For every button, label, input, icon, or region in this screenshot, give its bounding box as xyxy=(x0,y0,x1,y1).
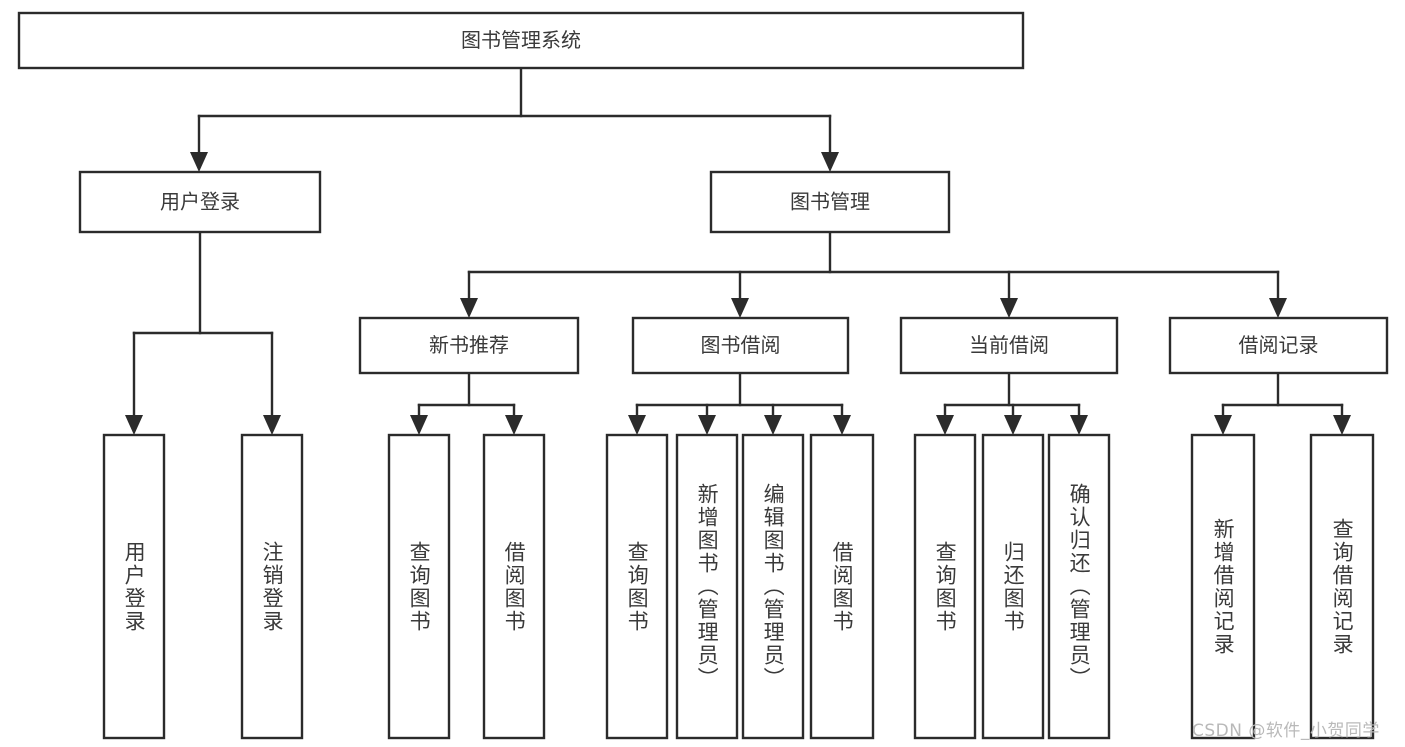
arrow-head-icon xyxy=(1269,298,1287,318)
arrow-head-icon xyxy=(505,415,523,435)
arrow-head-icon xyxy=(628,415,646,435)
arrow-head-icon xyxy=(731,298,749,318)
node-leaf-edit-book[interactable] xyxy=(741,433,805,740)
node-new-book-rec-label: 新书推荐 xyxy=(429,333,509,357)
node-leaf-query-record[interactable] xyxy=(1309,433,1375,740)
node-current-borrow-label: 当前借阅 xyxy=(969,333,1049,357)
edge-group-root xyxy=(190,66,839,172)
arrow-head-icon xyxy=(936,415,954,435)
node-leaf-add-book[interactable] xyxy=(675,433,739,740)
node-book-manage[interactable] xyxy=(709,170,951,234)
edge-group-user-login xyxy=(125,230,281,435)
arrow-head-icon xyxy=(1000,298,1018,318)
arrow-head-icon xyxy=(1004,415,1022,435)
node-borrow-record[interactable] xyxy=(1168,316,1389,375)
node-leaf-user-login[interactable] xyxy=(102,433,166,740)
node-leaf-return-book[interactable] xyxy=(981,433,1045,740)
node-book-manage-label: 图书管理 xyxy=(790,190,870,214)
node-user-login[interactable] xyxy=(78,170,322,234)
arrow-head-icon xyxy=(821,152,839,172)
node-book-borrow-label: 图书借阅 xyxy=(701,333,781,357)
node-book-borrow[interactable] xyxy=(631,316,850,375)
node-leaf-borrow-book-2[interactable] xyxy=(809,433,875,740)
node-leaf-query-book-3[interactable] xyxy=(913,433,977,740)
csdn-watermark: CSDN @软件_小贺同学 xyxy=(1192,721,1380,741)
node-leaf-logout[interactable] xyxy=(240,433,304,740)
edge-group-new-book-rec xyxy=(410,371,523,435)
node-leaf-add-record[interactable] xyxy=(1190,433,1256,740)
node-borrow-record-label: 借阅记录 xyxy=(1239,333,1319,357)
edge-group-borrow-record xyxy=(1214,371,1351,435)
node-leaf-query-book-1[interactable] xyxy=(387,433,451,740)
edge-group-current-borrow xyxy=(936,371,1088,435)
arrow-head-icon xyxy=(698,415,716,435)
nodes-layer xyxy=(17,11,1389,740)
node-user-login-label: 用户登录 xyxy=(160,190,240,214)
edge-group-book-manage xyxy=(460,230,1287,318)
node-root[interactable] xyxy=(17,11,1025,70)
arrow-head-icon xyxy=(1214,415,1232,435)
arrow-head-icon xyxy=(1070,415,1088,435)
arrow-head-icon xyxy=(1333,415,1351,435)
arrow-head-icon xyxy=(410,415,428,435)
node-leaf-query-book-2[interactable] xyxy=(605,433,669,740)
node-current-borrow[interactable] xyxy=(899,316,1119,375)
edge-group-book-borrow xyxy=(628,371,851,435)
arrow-head-icon xyxy=(833,415,851,435)
arrow-head-icon xyxy=(460,298,478,318)
arrow-head-icon xyxy=(263,415,281,435)
node-new-book-rec[interactable] xyxy=(358,316,580,375)
node-leaf-borrow-book-1[interactable] xyxy=(482,433,546,740)
arrow-head-icon xyxy=(125,415,143,435)
arrow-head-icon xyxy=(764,415,782,435)
node-root-label: 图书管理系统 xyxy=(461,28,581,52)
arrow-head-icon xyxy=(190,152,208,172)
edges-layer xyxy=(125,66,1351,435)
node-leaf-confirm-return[interactable] xyxy=(1047,433,1111,740)
